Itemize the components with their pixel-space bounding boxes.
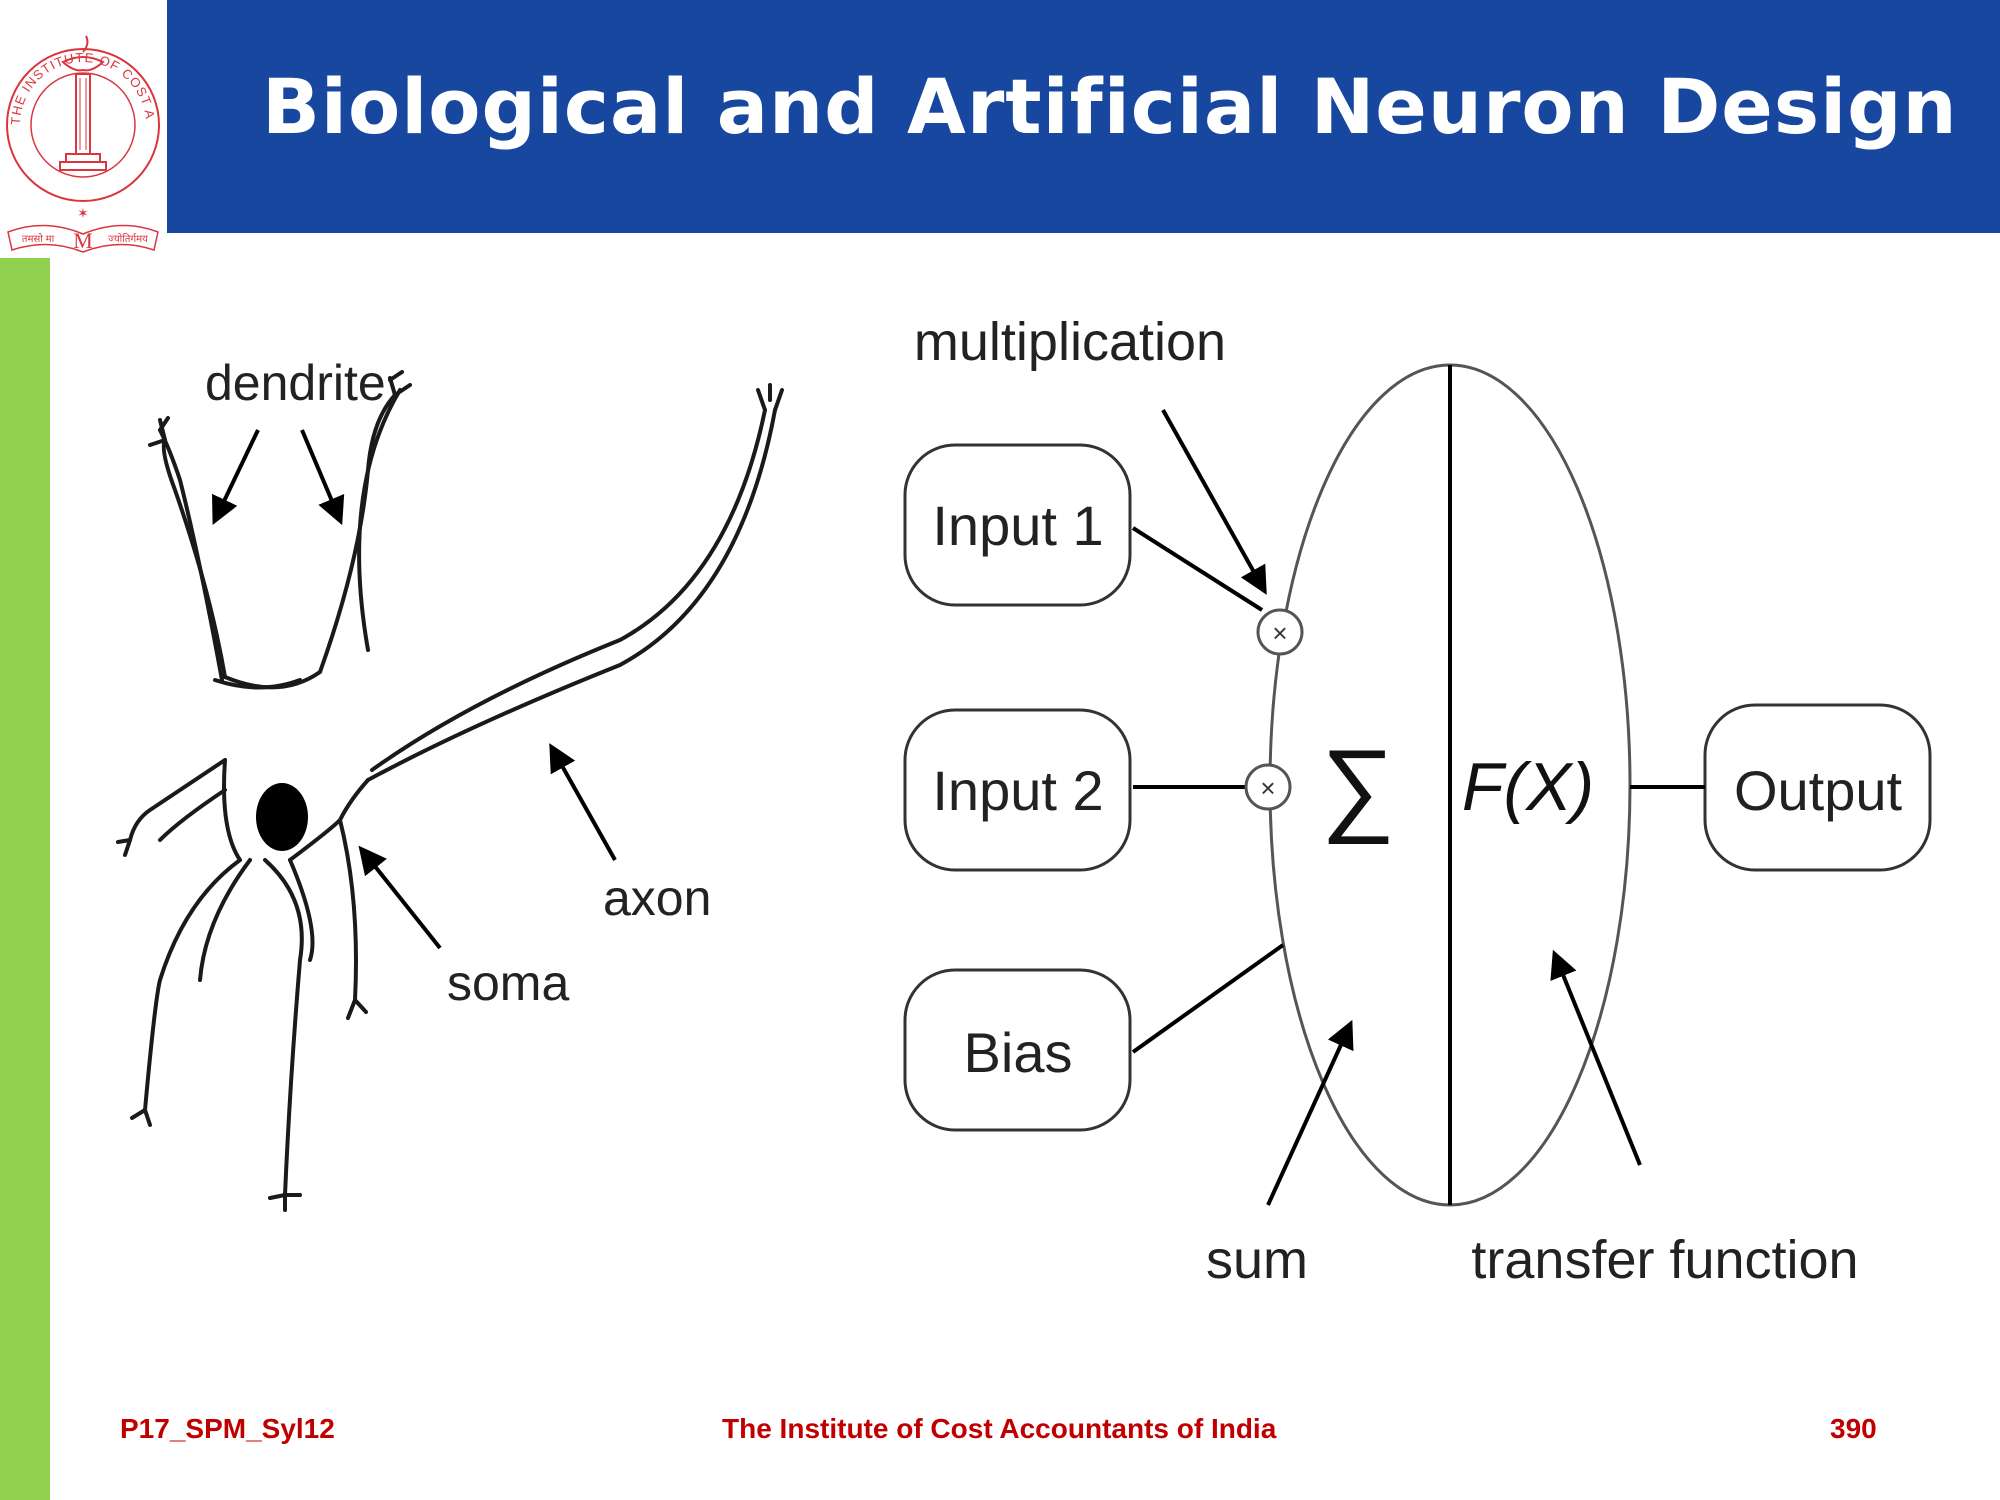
- sum-symbol: ∑: [1321, 729, 1395, 845]
- logo-motto-right: ज्योतिर्गमय: [108, 233, 148, 245]
- institute-seal-icon: THE INSTITUTE OF COST ACCOUNTANTS OF IND…: [0, 0, 160, 253]
- soma-label: soma: [447, 955, 569, 1011]
- institute-logo: THE INSTITUTE OF COST ACCOUNTANTS OF IND…: [0, 0, 165, 258]
- title-bar: Biological and Artificial Neuron Design: [167, 0, 2000, 233]
- multiply-icon: ×: [1272, 618, 1287, 648]
- soma-outline: [161, 438, 227, 679]
- footer-code: P17_SPM_Syl12: [120, 1413, 335, 1444]
- transfer-function-symbol: F(X): [1462, 749, 1594, 825]
- page-title: Biological and Artificial Neuron Design: [262, 62, 1958, 151]
- logo-motto-left: तमसो मा: [22, 233, 55, 245]
- input-2-box: [903, 708, 1132, 872]
- input-1-box: [903, 443, 1132, 607]
- dendrite-label: dendrite: [205, 355, 386, 411]
- logo-letter: M: [73, 228, 93, 253]
- bias-box: [903, 968, 1132, 1132]
- transfer-function-label: transfer function: [1471, 1230, 1858, 1290]
- logo-ring-text: THE INSTITUTE OF COST ACCOUNTANTS OF IND…: [0, 0, 157, 125]
- page-number: 390: [1830, 1413, 1877, 1444]
- sum-label: sum: [1206, 1230, 1308, 1290]
- multiply-icon: ×: [1260, 773, 1275, 803]
- neuron-diagram: dendrite axon soma Input 1 Input 2 Bias …: [116, 312, 1932, 1290]
- svg-text:✶: ✶: [77, 205, 89, 221]
- input-1-label: Input 1: [932, 494, 1103, 557]
- nucleus: [256, 783, 308, 851]
- multiply-node-1: [1256, 608, 1304, 656]
- svg-text:THE INSTITUTE OF COST ACCOUNTA: THE INSTITUTE OF COST ACCOUNTANTS OF IND…: [0, 0, 158, 125]
- artificial-arrows: [1161, 409, 1642, 1206]
- artificial-neuron: Input 1 Input 2 Bias Output × × ∑ F(X) m…: [903, 312, 1932, 1290]
- multiply-node-2: [1244, 763, 1292, 811]
- input-2-label: Input 2: [932, 759, 1103, 822]
- side-accent-strip: [0, 258, 50, 1500]
- output-label: Output: [1734, 759, 1903, 822]
- footer-institute: The Institute of Cost Accountants of Ind…: [722, 1413, 1277, 1444]
- multiplication-label: multiplication: [914, 312, 1226, 372]
- biological-neuron: [116, 370, 784, 1212]
- biological-arrows: [212, 429, 617, 950]
- connections: [1131, 526, 1705, 1054]
- axon-label: axon: [603, 870, 711, 926]
- bias-label: Bias: [964, 1021, 1073, 1084]
- axon-line: [370, 408, 767, 772]
